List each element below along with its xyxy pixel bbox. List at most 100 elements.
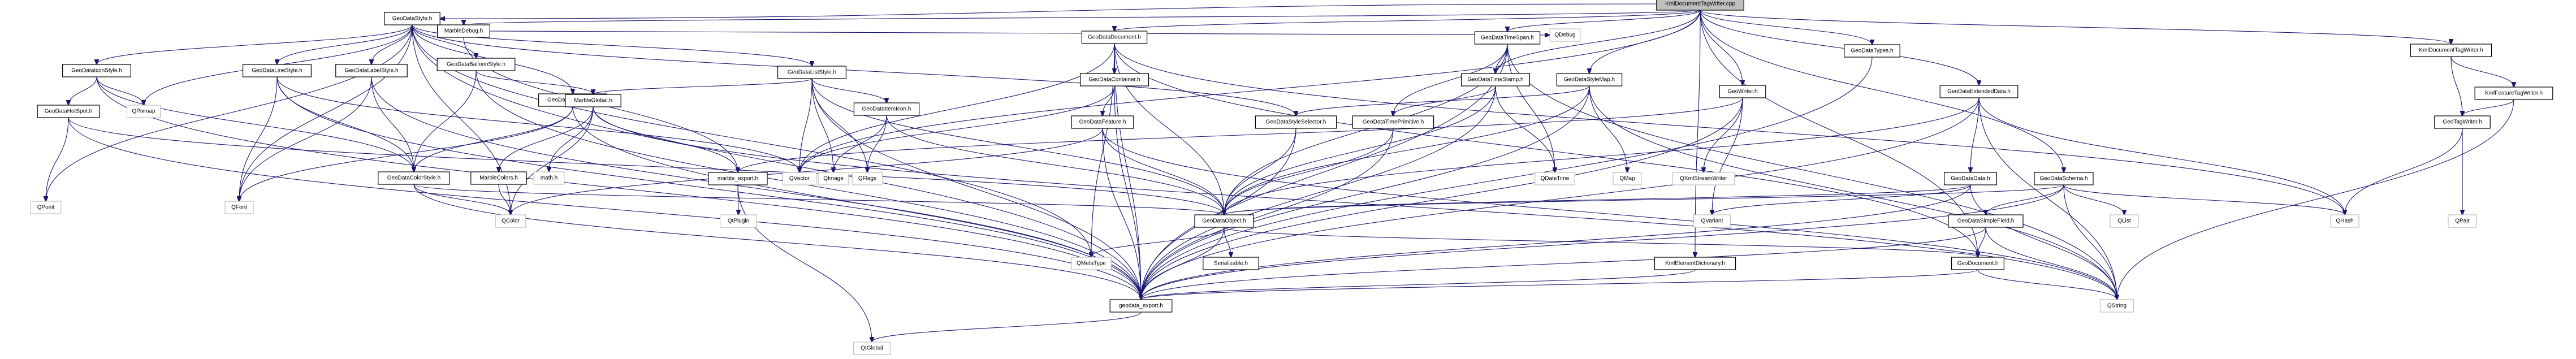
node-GeoDataFeature[interactable]: GeoDataFeature.h — [1071, 115, 1134, 129]
node-label: KmlDocumentTagWriter.cpp — [1665, 1, 1735, 7]
edge-MarbleGlobal-to-MarbleColors — [499, 106, 594, 172]
edge-GeoDataObject-to-QMetaType — [1091, 227, 1225, 257]
edge-GeoDataTimeStamp-to-QDateTime — [1495, 85, 1555, 172]
node-GeoDataSchema[interactable]: GeoDataSchema.h — [2034, 172, 2094, 185]
node-GeoDataLabelStyle[interactable]: GeoDataLabelStyle.h — [335, 64, 408, 77]
node-box — [470, 171, 527, 185]
node-Serializable[interactable]: Serializable.h — [1203, 257, 1259, 270]
node-box — [37, 105, 100, 118]
node-GeoDataLineStyle[interactable]: GeoDataLineStyle.h — [243, 64, 312, 77]
node-root[interactable]: KmlDocumentTagWriter.cpp — [1656, 0, 1744, 11]
node-MarbleDebug[interactable]: MarbleDebug.h — [436, 24, 490, 38]
node-GeoDataStyle[interactable]: GeoDataStyle.h — [384, 12, 440, 25]
node-label: QFlags — [858, 176, 876, 182]
node-GeoDataExtendedData[interactable]: GeoDataExtendedData.h — [1939, 85, 2019, 98]
edge-MarbleColors-to-QColor — [498, 184, 511, 215]
node-QList: QList — [2110, 214, 2139, 228]
node-GeoDataTypes[interactable]: GeoDataTypes.h — [1844, 44, 1900, 58]
node-box — [1656, 0, 1744, 11]
node-label: QXmlStreamWriter — [1680, 176, 1727, 182]
node-box — [1948, 214, 2024, 228]
edge-GeoDataFeature-to-QString — [1102, 128, 2117, 300]
edge-GeoDataIconStyle-to-QPixmap — [96, 76, 144, 105]
edge-root-to-KmlElementDictionary — [1695, 10, 1701, 257]
node-box — [2110, 214, 2139, 228]
node-KmlFeatureTagWriter[interactable]: KmlFeatureTagWriter.h — [2474, 86, 2553, 100]
node-box — [708, 172, 768, 185]
node-box — [436, 24, 490, 38]
node-QColor: QColor — [495, 214, 526, 228]
node-box — [224, 201, 254, 214]
node-QFlags: QFlags — [852, 172, 883, 185]
node-box — [853, 341, 891, 355]
node-GeoDataData[interactable]: GeoDataData.h — [1944, 172, 1998, 185]
node-GeoDataTimeSpan[interactable]: GeoDataTimeSpan.h — [1474, 31, 1541, 45]
node-GeoTagWriter[interactable]: GeoTagWriter.h — [2434, 115, 2491, 129]
node-box — [852, 172, 883, 185]
node-GeoDataObject[interactable]: GeoDataObject.h — [1194, 214, 1254, 228]
node-geodata_export[interactable]: geodata_export.h — [1109, 299, 1173, 313]
edge-GeoWriter-to-marble_export — [738, 97, 1743, 172]
node-box — [565, 94, 621, 107]
edge-GeoDataStyle-to-QFont — [239, 24, 413, 201]
node-box — [1474, 31, 1541, 45]
node-GeoDataDocument[interactable]: GeoDataDocument.h — [1081, 31, 1148, 44]
node-GeoDataHotSpot[interactable]: GeoDataHotSpot.h — [37, 105, 100, 118]
edge-GeoDataStyleMap-to-geodata_export — [1141, 85, 1590, 300]
node-label: QString — [2107, 303, 2127, 309]
node-box — [126, 105, 161, 118]
node-GeoDataBalloonStyle[interactable]: GeoDataBalloonStyle.h — [436, 58, 516, 71]
node-KmlElementDictionary[interactable]: KmlElementDictionary.h — [1654, 257, 1736, 270]
node-label: GeoDataExtendedData.h — [1947, 89, 2011, 95]
node-GeoDataIconStyle[interactable]: GeoDataIconStyle.h — [62, 64, 132, 77]
node-GeoDataContainer[interactable]: GeoDataContainer.h — [1079, 73, 1149, 86]
node-label: MarbleDebug.h — [444, 28, 483, 34]
node-GeoWriter[interactable]: GeoWriter.h — [1719, 85, 1766, 98]
edge-GeoDataIconStyle-to-GeoDataColorStyle — [96, 76, 414, 172]
node-box — [384, 12, 440, 25]
node-GeoDataTimeStamp[interactable]: GeoDataTimeStamp.h — [1461, 73, 1531, 86]
node-GeoDocument[interactable]: GeoDocument.h — [1951, 257, 2005, 270]
edge-GeoDataStyleSelector-to-geodata_export — [1141, 128, 1296, 300]
node-GeoDataStyleMap[interactable]: GeoDataStyleMap.h — [1556, 73, 1623, 86]
node-label: GeoDataLineStyle.h — [252, 68, 302, 74]
node-marble_export[interactable]: marble_export.h — [708, 172, 768, 185]
node-GeoDataTimePrimitive[interactable]: GeoDataTimePrimitive.h — [1352, 115, 1434, 129]
edge-GeoDataTimeSpan-to-GeoDataObject — [1224, 44, 1508, 215]
node-box — [495, 214, 526, 228]
node-MarbleColors[interactable]: MarbleColors.h — [470, 171, 527, 185]
node-box — [335, 64, 408, 77]
node-box — [1654, 257, 1736, 270]
edge-root-to-MarbleDebug — [464, 10, 1701, 25]
edge-GeoDataStyle-to-GeoDataBalloonStyle — [412, 24, 476, 58]
node-GeoDataStyleSelector[interactable]: GeoDataStyleSelector.h — [1255, 115, 1337, 129]
node-GeoDataListStyle[interactable]: GeoDataListStyle.h — [777, 66, 846, 79]
node-KmlDocumentTagWriterH[interactable]: KmlDocumentTagWriter.h — [2410, 44, 2492, 57]
edge-GeoDataColorStyle-to-QColor — [413, 184, 511, 215]
edge-GeoDataStyleSelector-to-GeoDataObject — [1224, 128, 1296, 215]
edge-GeoDataStyle-to-geodata_export — [412, 24, 1141, 300]
node-MarbleGlobal[interactable]: MarbleGlobal.h — [565, 94, 621, 107]
edge-GeoDataBalloonStyle-to-MarbleGlobal — [476, 70, 593, 94]
edge-GeoDataStyle-to-GeoDataLabelStyle — [371, 24, 413, 64]
node-QHash: QHash — [2330, 214, 2359, 228]
node-GeoDataSimpleField[interactable]: GeoDataSimpleField.h — [1948, 214, 2024, 228]
edge-GeoDataDocument-to-GeoDataObject — [1114, 43, 1224, 215]
edge-GeoDataListStyle-to-QVector — [799, 78, 812, 172]
node-box — [533, 171, 565, 185]
node-label: GeoDataFeature.h — [1079, 119, 1126, 126]
node-box — [777, 66, 846, 79]
node-box — [1461, 73, 1531, 86]
node-label: KmlFeatureTagWriter.h — [2485, 90, 2543, 97]
node-label: GeoDataSchema.h — [2039, 176, 2087, 182]
node-GeoDataItemIcon[interactable]: GeoDataItemIcon.h — [853, 102, 920, 116]
edge-GeoWriter-to-geodata_export — [1141, 97, 1743, 300]
node-QString: QString — [2099, 299, 2134, 313]
edge-GeoDataListStyle-to-geodata_export — [811, 78, 1141, 300]
node-label: QColor — [502, 218, 520, 224]
node-GeoDataColorStyle[interactable]: GeoDataColorStyle.h — [378, 171, 450, 185]
edges — [46, 3, 2514, 342]
edge-GeoDataDocument-to-QVector — [799, 43, 1115, 172]
edge-KmlDocumentTagWriterH-to-GeoTagWriter — [2450, 56, 2462, 116]
